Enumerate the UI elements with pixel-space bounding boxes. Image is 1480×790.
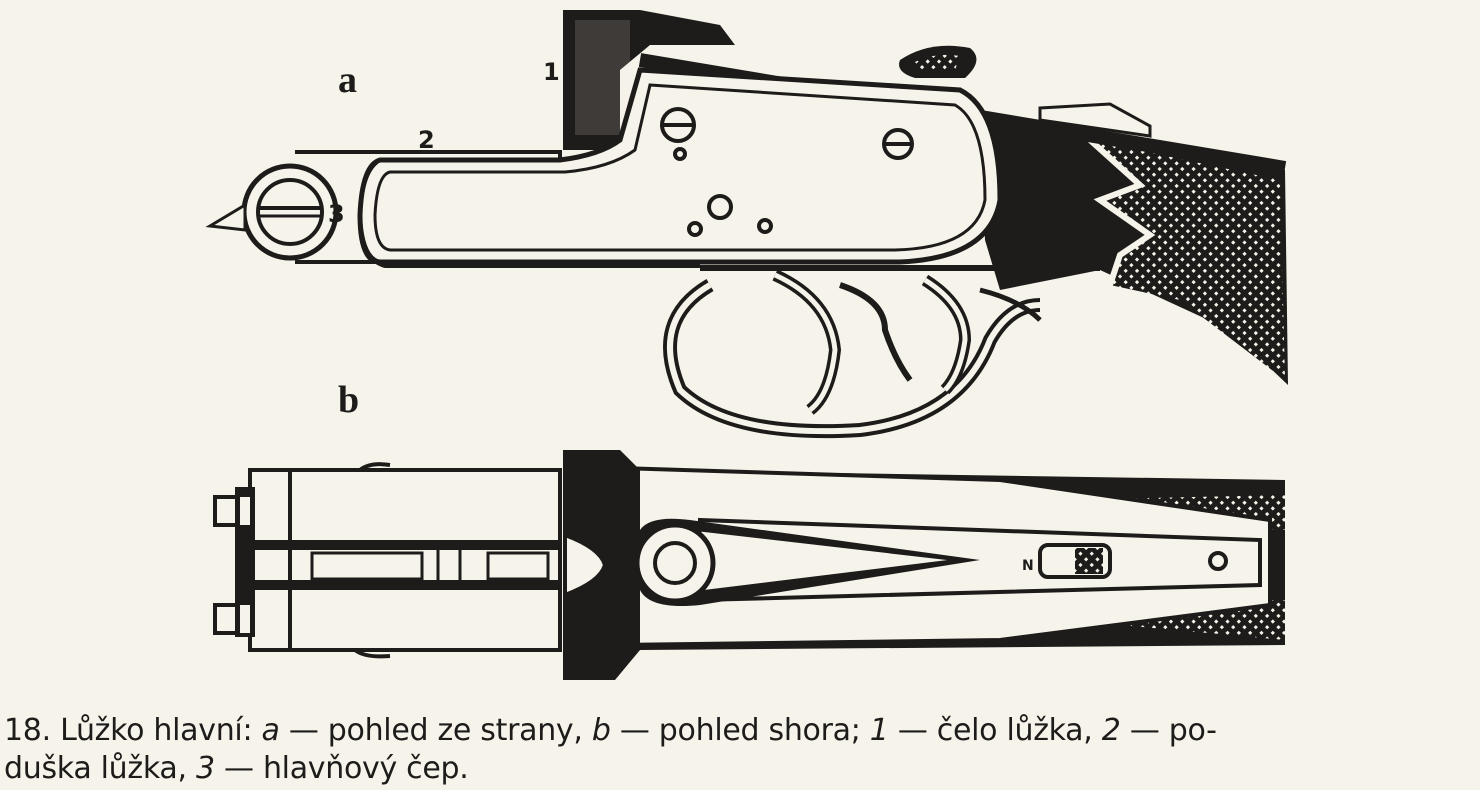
caption-p2-text: — po-: [1129, 713, 1217, 748]
receiver-drawing: 1 2 3 N: [205, 10, 1288, 680]
caption-b-letter: b: [591, 713, 611, 748]
caption-number: 18.: [4, 713, 51, 748]
caption-line-1: 18. Lůžko hlavní: a — pohled ze strany, …: [4, 712, 1474, 750]
caption-a-text: — pohled ze strany,: [288, 713, 583, 748]
caption-title: Lůžko hlavní:: [60, 713, 253, 748]
lock-plate: [357, 67, 1003, 265]
caption-line-2: duška lůžka, 3 — hlavňový čep.: [4, 750, 1474, 788]
caption-b-text: — pohled shora;: [619, 713, 861, 748]
view-b-label: b: [338, 379, 360, 421]
label-part-2: 2: [418, 126, 435, 154]
side-view: 1 2 3: [205, 10, 1288, 439]
caption-p1-num: 1: [869, 713, 889, 748]
gun-receiver-figure: 1 2 3 N: [205, 10, 1288, 680]
checkered-grip-side: [1090, 140, 1285, 380]
caption-line2-start: duška lůžka,: [4, 751, 187, 786]
caption-p3-num: 3: [195, 751, 215, 786]
caption-p1-text: — čelo lůžka,: [897, 713, 1093, 748]
label-part-3: 3: [328, 200, 345, 228]
caption-p2-num: 2: [1101, 713, 1121, 748]
top-view: N: [213, 450, 1285, 680]
water-table: [248, 468, 562, 652]
safety-mark: N: [1022, 558, 1034, 574]
receiver-bar: [295, 150, 562, 264]
figure-caption: 18. Lůžko hlavní: a — pohled ze strany, …: [4, 712, 1474, 788]
caption-a-letter: a: [261, 713, 280, 748]
view-a-label: a: [338, 59, 357, 101]
label-part-1: 1: [543, 58, 560, 86]
caption-p3-text: — hlavňový čep.: [224, 751, 469, 786]
trigger-guard: [663, 265, 1100, 439]
breech-face: [563, 10, 735, 150]
